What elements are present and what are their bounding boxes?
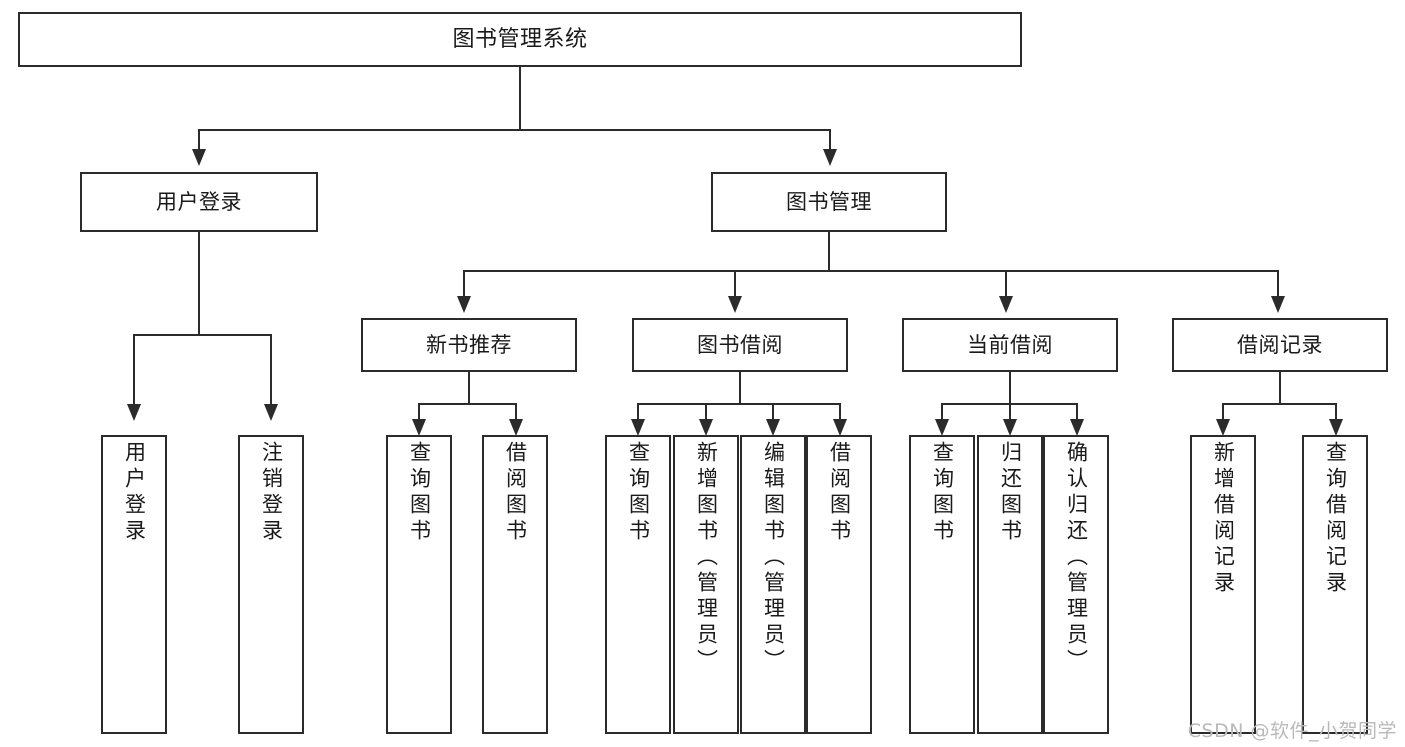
connector-new-book-stem — [467, 372, 471, 405]
connector-book-management-bus — [463, 270, 1279, 273]
node-label: 归还图书 — [998, 441, 1023, 545]
connector-root-drop-1 — [198, 129, 201, 151]
connector-current-borrow-stem — [1008, 372, 1012, 405]
arrow-to-leaf-query-book-cb — [935, 419, 949, 436]
leaf-add-book-admin[interactable]: 新增图书（管理员） — [673, 435, 739, 734]
connector-user-login-drop-1 — [133, 334, 136, 406]
connector-bm-drop-2 — [734, 270, 737, 298]
node-label: 编辑图书（管理员） — [761, 441, 786, 675]
leaf-logout[interactable]: 注销登录 — [238, 435, 304, 734]
connector-br-drop-1 — [1222, 403, 1225, 421]
connector-user-login-drop-2 — [269, 334, 272, 406]
arrow-to-leaf-user-login — [127, 404, 141, 421]
connector-root-drop-2 — [829, 129, 832, 151]
leaf-borrow-book-new[interactable]: 借阅图书 — [482, 435, 548, 734]
node-book-management[interactable]: 图书管理 — [711, 172, 947, 232]
arrow-to-leaf-add-record — [1216, 419, 1230, 436]
arrow-to-leaf-query-record — [1329, 419, 1343, 436]
connector-bm-drop-3 — [1005, 270, 1008, 298]
node-root-system[interactable]: 图书管理系统 — [18, 12, 1022, 67]
node-user-login[interactable]: 用户登录 — [80, 172, 318, 232]
node-label: 借阅图书 — [827, 441, 852, 545]
leaf-return-book[interactable]: 归还图书 — [977, 435, 1043, 734]
leaf-borrow-book-bb[interactable]: 借阅图书 — [806, 435, 872, 734]
node-label: 新增借阅记录 — [1211, 441, 1236, 597]
node-label: 查询图书 — [407, 441, 432, 545]
node-label: 当前借阅 — [967, 332, 1053, 357]
arrow-to-current-borrow — [999, 296, 1013, 313]
node-label: 查询图书 — [930, 441, 955, 545]
arrow-to-leaf-edit-book — [766, 419, 780, 436]
leaf-user-login[interactable]: 用户登录 — [101, 435, 167, 734]
connector-root-stem — [519, 67, 522, 131]
connector-bb-drop-1 — [637, 403, 640, 421]
node-label: 查询借阅记录 — [1323, 441, 1348, 597]
node-label: 图书管理 — [786, 189, 872, 214]
node-label: 图书借阅 — [697, 332, 783, 357]
connector-cb-drop-3 — [1075, 403, 1078, 421]
connector-book-management-stem — [828, 232, 831, 272]
connector-bm-drop-1 — [463, 270, 466, 298]
arrow-to-leaf-query-book-bb — [631, 419, 645, 436]
leaf-add-borrow-record[interactable]: 新增借阅记录 — [1190, 435, 1256, 734]
arrow-to-leaf-add-book — [699, 419, 713, 436]
node-new-book-recommend[interactable]: 新书推荐 — [361, 318, 577, 372]
arrow-to-book-borrow — [728, 296, 742, 313]
arrow-to-new-book — [457, 296, 471, 313]
connector-book-borrow-stem — [738, 372, 742, 405]
arrow-to-leaf-borrow-book-nb — [509, 419, 523, 436]
connector-cb-drop-1 — [941, 403, 944, 421]
arrow-to-book-manage — [823, 149, 837, 166]
node-label: 新书推荐 — [426, 332, 512, 357]
connector-new-book-bus — [418, 403, 517, 406]
node-label: 新增图书（管理员） — [694, 441, 719, 675]
arrow-to-leaf-logout — [264, 404, 278, 421]
node-label: 图书管理系统 — [452, 26, 588, 52]
watermark-text: CSDN @软件_小贺同学 — [1187, 720, 1397, 742]
connector-user-login-bus — [133, 334, 271, 337]
connector-root-bus — [198, 129, 831, 132]
node-current-borrow[interactable]: 当前借阅 — [902, 318, 1118, 372]
arrow-to-borrow-record — [1271, 296, 1285, 313]
node-label: 注销登录 — [259, 441, 284, 545]
arrow-to-leaf-confirm-return — [1070, 419, 1084, 436]
node-label: 借阅图书 — [503, 441, 528, 545]
leaf-confirm-return-admin[interactable]: 确认归还（管理员） — [1043, 435, 1109, 734]
connector-br-drop-2 — [1334, 403, 1337, 421]
leaf-query-book-new[interactable]: 查询图书 — [386, 435, 452, 734]
node-borrow-record[interactable]: 借阅记录 — [1172, 318, 1388, 372]
connector-bb-drop-4 — [838, 403, 841, 421]
connector-user-login-stem — [197, 232, 201, 336]
connector-borrow-record-bus — [1222, 403, 1336, 406]
node-book-borrow[interactable]: 图书借阅 — [632, 318, 848, 372]
leaf-query-borrow-record[interactable]: 查询借阅记录 — [1302, 435, 1368, 734]
leaf-edit-book-admin[interactable]: 编辑图书（管理员） — [740, 435, 806, 734]
connector-borrow-record-stem — [1278, 372, 1282, 405]
connector-bb-drop-2 — [705, 403, 708, 421]
connector-book-borrow-bus — [637, 403, 841, 406]
connector-nb-drop-2 — [514, 403, 517, 421]
connector-bb-drop-3 — [772, 403, 775, 421]
node-label: 借阅记录 — [1237, 332, 1323, 357]
arrow-to-leaf-return-book — [1003, 419, 1017, 436]
connector-cb-drop-2 — [1009, 403, 1012, 421]
leaf-query-book-borrow[interactable]: 查询图书 — [605, 435, 671, 734]
node-label: 用户登录 — [122, 441, 147, 545]
connector-bm-drop-4 — [1276, 270, 1279, 298]
node-label: 确认归还（管理员） — [1064, 441, 1089, 675]
connector-nb-drop-1 — [418, 403, 421, 421]
node-label: 用户登录 — [156, 189, 242, 214]
leaf-query-book-current[interactable]: 查询图书 — [909, 435, 975, 734]
arrow-to-user-login — [192, 149, 206, 166]
node-label: 查询图书 — [626, 441, 651, 545]
arrow-to-leaf-query-book-nb — [412, 419, 426, 436]
arrow-to-leaf-borrow-book-bb — [833, 419, 847, 436]
